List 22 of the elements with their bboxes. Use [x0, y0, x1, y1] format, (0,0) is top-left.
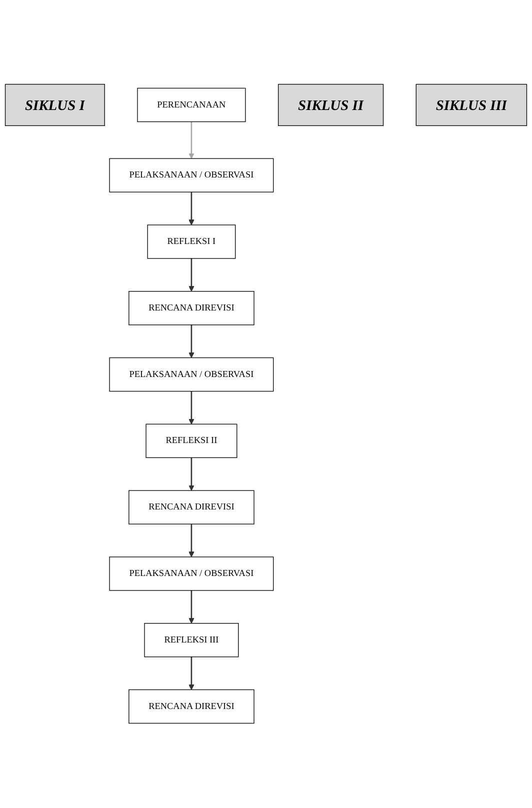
node-box: REFLEKSI II [146, 424, 238, 458]
arrow [188, 122, 194, 160]
node-box: RENCANA DIREVISI [128, 690, 254, 724]
arrow [188, 192, 194, 226]
arrow [188, 524, 194, 558]
node-box: SIKLUS II [278, 84, 384, 126]
arrow [188, 258, 194, 292]
arrow [188, 392, 194, 425]
node-box: SIKLUS I [4, 84, 105, 126]
node-box: PELAKSANAAN / OBSERVASI [109, 556, 274, 592]
node-box: PELAKSANAAN / OBSERVASI [109, 358, 274, 392]
node-box: PERENCANAAN [137, 88, 246, 122]
node-box: RENCANA DIREVISI [128, 291, 254, 326]
node-box: REFLEKSI I [147, 224, 236, 260]
arrow [188, 657, 194, 690]
arrow [188, 458, 194, 492]
arrow [188, 325, 194, 358]
node-box: SIKLUS III [416, 84, 528, 126]
node-box: PELAKSANAAN / OBSERVASI [109, 158, 274, 193]
arrow [188, 590, 194, 624]
node-box: REFLEKSI III [144, 623, 239, 658]
node-box: RENCANA DIREVISI [128, 490, 254, 525]
